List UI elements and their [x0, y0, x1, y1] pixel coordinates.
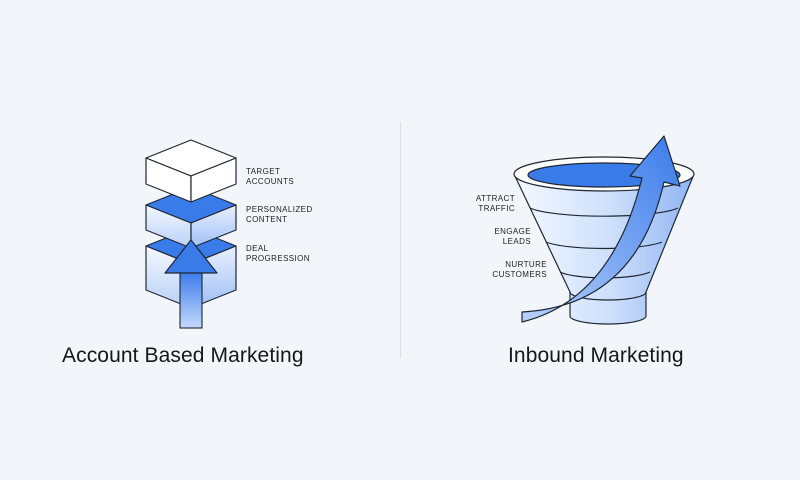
inbound-curved-arrow	[521, 135, 681, 323]
abm-up-arrow	[164, 239, 218, 329]
inbound-caption: Inbound Marketing	[508, 344, 684, 367]
cube-target-accounts	[145, 139, 237, 203]
abm-caption: Account Based Marketing	[62, 344, 304, 367]
cube-personalized-content	[145, 186, 237, 249]
center-divider	[400, 122, 401, 358]
